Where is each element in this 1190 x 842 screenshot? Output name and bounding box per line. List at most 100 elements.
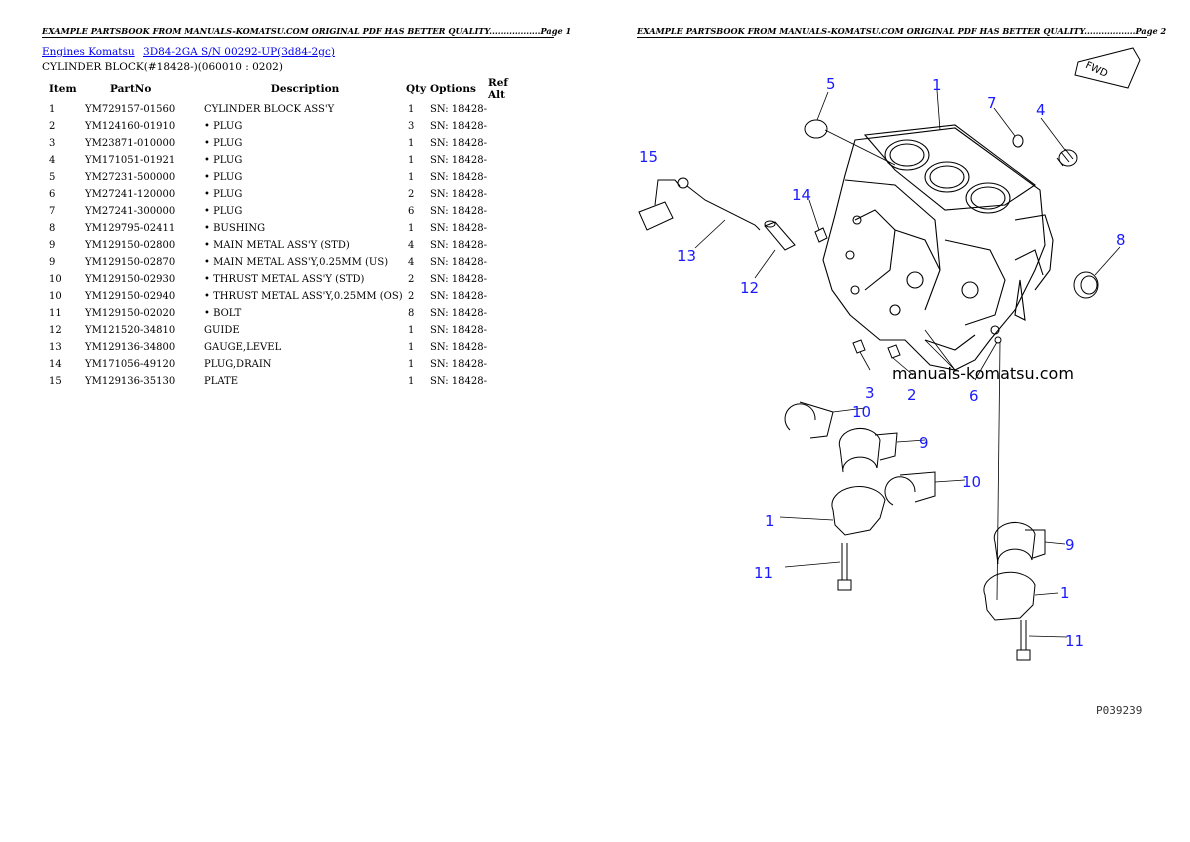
cell-description: • PLUG	[204, 138, 243, 149]
cell-qty: 8	[408, 308, 415, 319]
callout-4: 4	[1036, 101, 1046, 119]
cell-partno: YM129150-02930	[85, 274, 176, 285]
callout-3: 3	[865, 384, 875, 402]
cell-qty: 1	[408, 104, 415, 115]
cell-description: GUIDE	[204, 325, 240, 336]
callout-1: 1	[932, 76, 942, 94]
bolt-11a-icon	[837, 543, 852, 591]
callout-8: 8	[1116, 231, 1126, 249]
cell-refalt	[488, 271, 528, 288]
watermark: manuals-komatsu.com	[892, 364, 1074, 383]
cell-item: 1	[49, 104, 56, 115]
cell-description: GAUGE,LEVEL	[204, 342, 282, 353]
cell-description: • MAIN METAL ASS'Y (STD)	[204, 240, 350, 251]
cell-description: • PLUG	[204, 121, 243, 132]
cell-item: 15	[49, 376, 62, 387]
callout-10: 10	[852, 403, 871, 421]
cell-item: 10	[49, 291, 62, 302]
breadcrumb-link-model[interactable]: 3D84-2GA S/N 00292-UP(3d84-2gc)	[143, 46, 335, 58]
col-description: Description	[270, 83, 340, 95]
cell-item: 7	[49, 206, 56, 217]
cell-refalt	[488, 356, 528, 373]
thrust-metal-10b-icon	[884, 471, 936, 506]
cell-description: • THRUST METAL ASS'Y (STD)	[204, 274, 365, 285]
cell-item: 11	[49, 308, 62, 319]
diagram-page: EXAMPLE PARTSBOOK FROM MANUALS-KOMATSU.C…	[595, 0, 1190, 842]
figure-code: P039239	[1096, 704, 1143, 717]
cell-item: 12	[49, 325, 62, 336]
cell-description: PLATE	[204, 376, 239, 387]
cell-refalt	[488, 203, 528, 220]
cell-description: • PLUG	[204, 206, 243, 217]
parts-list-page: EXAMPLE PARTSBOOK FROM MANUALS-KOMATSU.C…	[42, 26, 572, 390]
cell-qty: 1	[408, 359, 415, 370]
cell-item: 2	[49, 121, 56, 132]
cell-partno: YM729157-01560	[85, 104, 176, 115]
main-metal-9b-icon	[993, 522, 1046, 565]
cell-options: SN: 18428-	[430, 257, 487, 268]
cell-options: SN: 18428-	[430, 223, 487, 234]
cell-options: SN: 18428-	[430, 342, 487, 353]
cell-item: 8	[49, 223, 56, 234]
cell-options: SN: 18428-	[430, 325, 487, 336]
cell-qty: 1	[408, 172, 415, 183]
cell-partno: YM171056-49120	[85, 359, 176, 370]
col-refalt: Ref Alt	[488, 77, 508, 101]
cell-partno: YM27241-300000	[85, 206, 176, 217]
cell-refalt	[488, 101, 528, 118]
fwd-arrow-icon: FWD	[1074, 47, 1141, 89]
callout-6: 6	[969, 387, 979, 405]
cell-refalt	[488, 339, 528, 356]
breadcrumb-link-engines[interactable]: Engines Komatsu	[42, 46, 135, 58]
cell-options: SN: 18428-	[430, 189, 487, 200]
table-header-row: Item PartNo Description Qty Options Ref …	[42, 77, 528, 101]
cell-description: • PLUG	[204, 189, 243, 200]
plate-15-icon	[638, 179, 681, 231]
cell-options: SN: 18428-	[430, 121, 487, 132]
main-metal-9a-icon	[838, 428, 898, 473]
cell-description: PLUG,DRAIN	[204, 359, 272, 370]
callout-9: 9	[919, 434, 929, 452]
cell-qty: 1	[408, 138, 415, 149]
page-header: EXAMPLE PARTSBOOK FROM MANUALS-KOMATSU.C…	[42, 26, 572, 38]
cell-options: SN: 18428-	[430, 359, 487, 370]
cell-qty: 4	[408, 240, 415, 251]
callout-13: 13	[677, 247, 696, 265]
callout-2: 2	[907, 386, 917, 404]
cell-item: 3	[49, 138, 56, 149]
cell-item: 5	[49, 172, 56, 183]
callout-5: 5	[826, 75, 836, 93]
cell-item: 4	[49, 155, 56, 166]
plug-5-icon	[804, 119, 828, 139]
cell-partno: YM27231-500000	[85, 172, 176, 183]
cell-description: • PLUG	[204, 172, 243, 183]
cell-refalt	[488, 169, 528, 186]
cylinder-block-cap-1b-icon	[983, 571, 1036, 621]
cell-partno: YM129150-02800	[85, 240, 176, 251]
cell-qty: 3	[408, 121, 415, 132]
bushing-8-icon	[1073, 271, 1099, 299]
cell-refalt	[488, 288, 528, 305]
callout-11: 11	[1065, 632, 1084, 650]
col-options: Options	[430, 83, 476, 95]
breadcrumb: Engines Komatsu 3D84-2GA S/N 00292-UP(3d…	[42, 46, 340, 58]
cell-item: 13	[49, 342, 62, 353]
callout-14: 14	[792, 186, 811, 204]
plug-6-icon	[994, 336, 1002, 344]
parts-table: Item PartNo Description Qty Options Ref …	[42, 77, 528, 390]
cell-item: 9	[49, 257, 56, 268]
cell-refalt	[488, 254, 528, 271]
page-header: EXAMPLE PARTSBOOK FROM MANUALS-KOMATSU.C…	[637, 26, 1167, 38]
cell-qty: 1	[408, 155, 415, 166]
cell-refalt	[488, 322, 528, 339]
cell-qty: 1	[408, 342, 415, 353]
cell-description: • BUSHING	[204, 223, 266, 234]
plug-7-icon	[1012, 134, 1024, 148]
cell-partno: YM23871-010000	[85, 138, 176, 149]
